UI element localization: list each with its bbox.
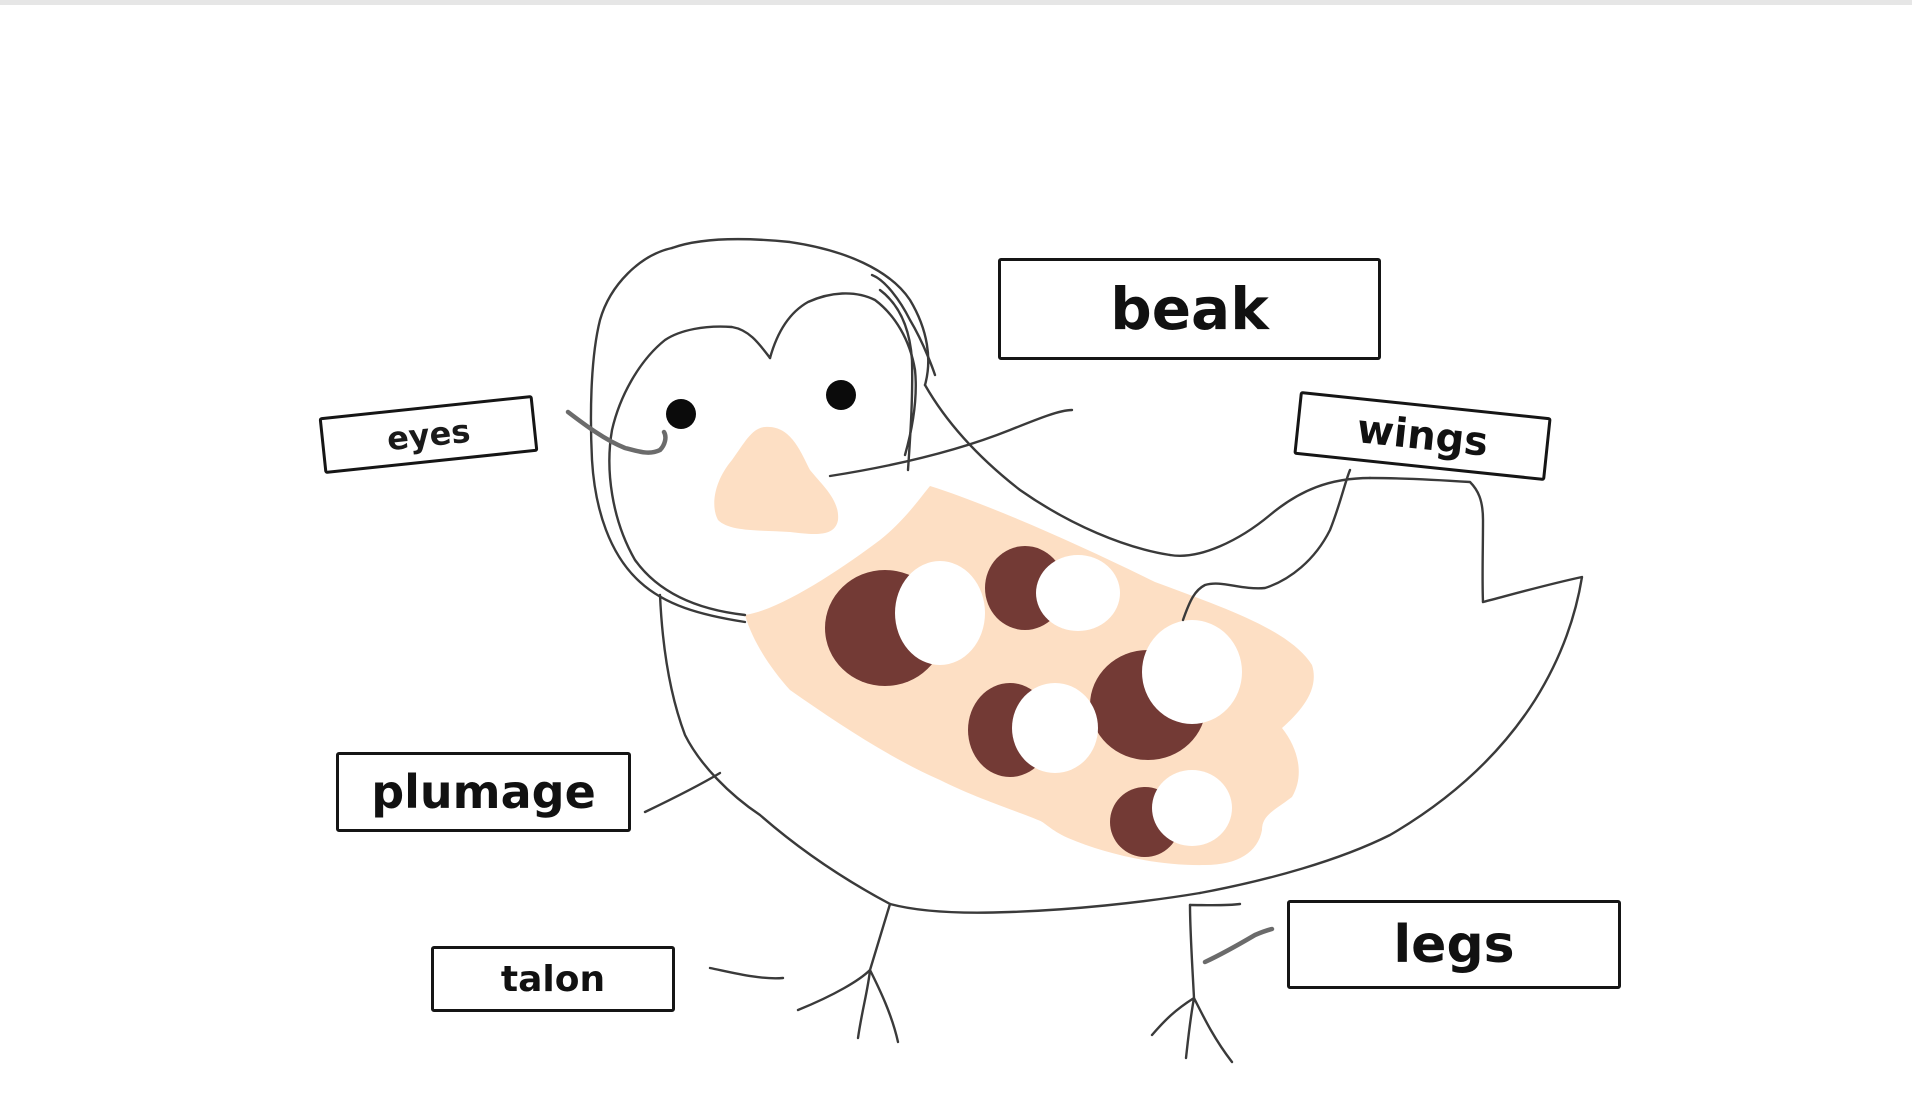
crown-swirl-inner	[878, 288, 914, 472]
label-beak[interactable]: beak	[998, 258, 1381, 360]
wing-outline	[1368, 476, 1485, 604]
back-outline-lower	[1168, 476, 1372, 557]
plumage-pointer-stroke	[643, 771, 722, 814]
face-patch	[714, 426, 839, 535]
face-disc-outline	[608, 325, 772, 617]
label-talon[interactable]: talon	[431, 946, 675, 1012]
label-beak-text: beak	[1110, 275, 1269, 343]
wing-feather-stroke	[1181, 468, 1352, 622]
wing-fold-line	[828, 408, 1074, 478]
eyes-connector[interactable]	[565, 409, 668, 455]
right-eye	[826, 380, 856, 410]
spot-light	[1012, 683, 1098, 773]
label-plumage[interactable]: plumage	[336, 752, 631, 832]
left-eye	[666, 399, 696, 429]
belly-front-outline	[658, 593, 892, 906]
spot-light	[1152, 770, 1232, 846]
belly-outline	[888, 891, 1202, 914]
label-eyes-text: eyes	[385, 411, 472, 458]
head-outline	[589, 246, 747, 624]
spot-light	[1142, 620, 1242, 724]
leg-joint-stroke	[1188, 902, 1242, 907]
legs-connector[interactable]	[1202, 926, 1275, 965]
crown-swirl	[870, 273, 937, 377]
head-top-outline	[670, 237, 930, 387]
top-border	[0, 0, 1912, 5]
spot-light	[895, 561, 985, 665]
label-wings-text: wings	[1354, 406, 1491, 466]
face-disc-right	[768, 292, 917, 457]
label-talon-text: talon	[500, 958, 606, 1000]
plumage-spots	[825, 546, 1242, 857]
label-legs[interactable]: legs	[1287, 900, 1621, 989]
tail-outline	[1198, 575, 1584, 895]
label-legs-text: legs	[1393, 914, 1515, 975]
spot-light	[1036, 555, 1120, 631]
back-outline	[923, 383, 1172, 557]
right-leg	[1150, 903, 1234, 1064]
label-plumage-text: plumage	[371, 765, 596, 819]
talon-pointer-stroke	[708, 966, 785, 980]
left-leg	[796, 902, 900, 1044]
